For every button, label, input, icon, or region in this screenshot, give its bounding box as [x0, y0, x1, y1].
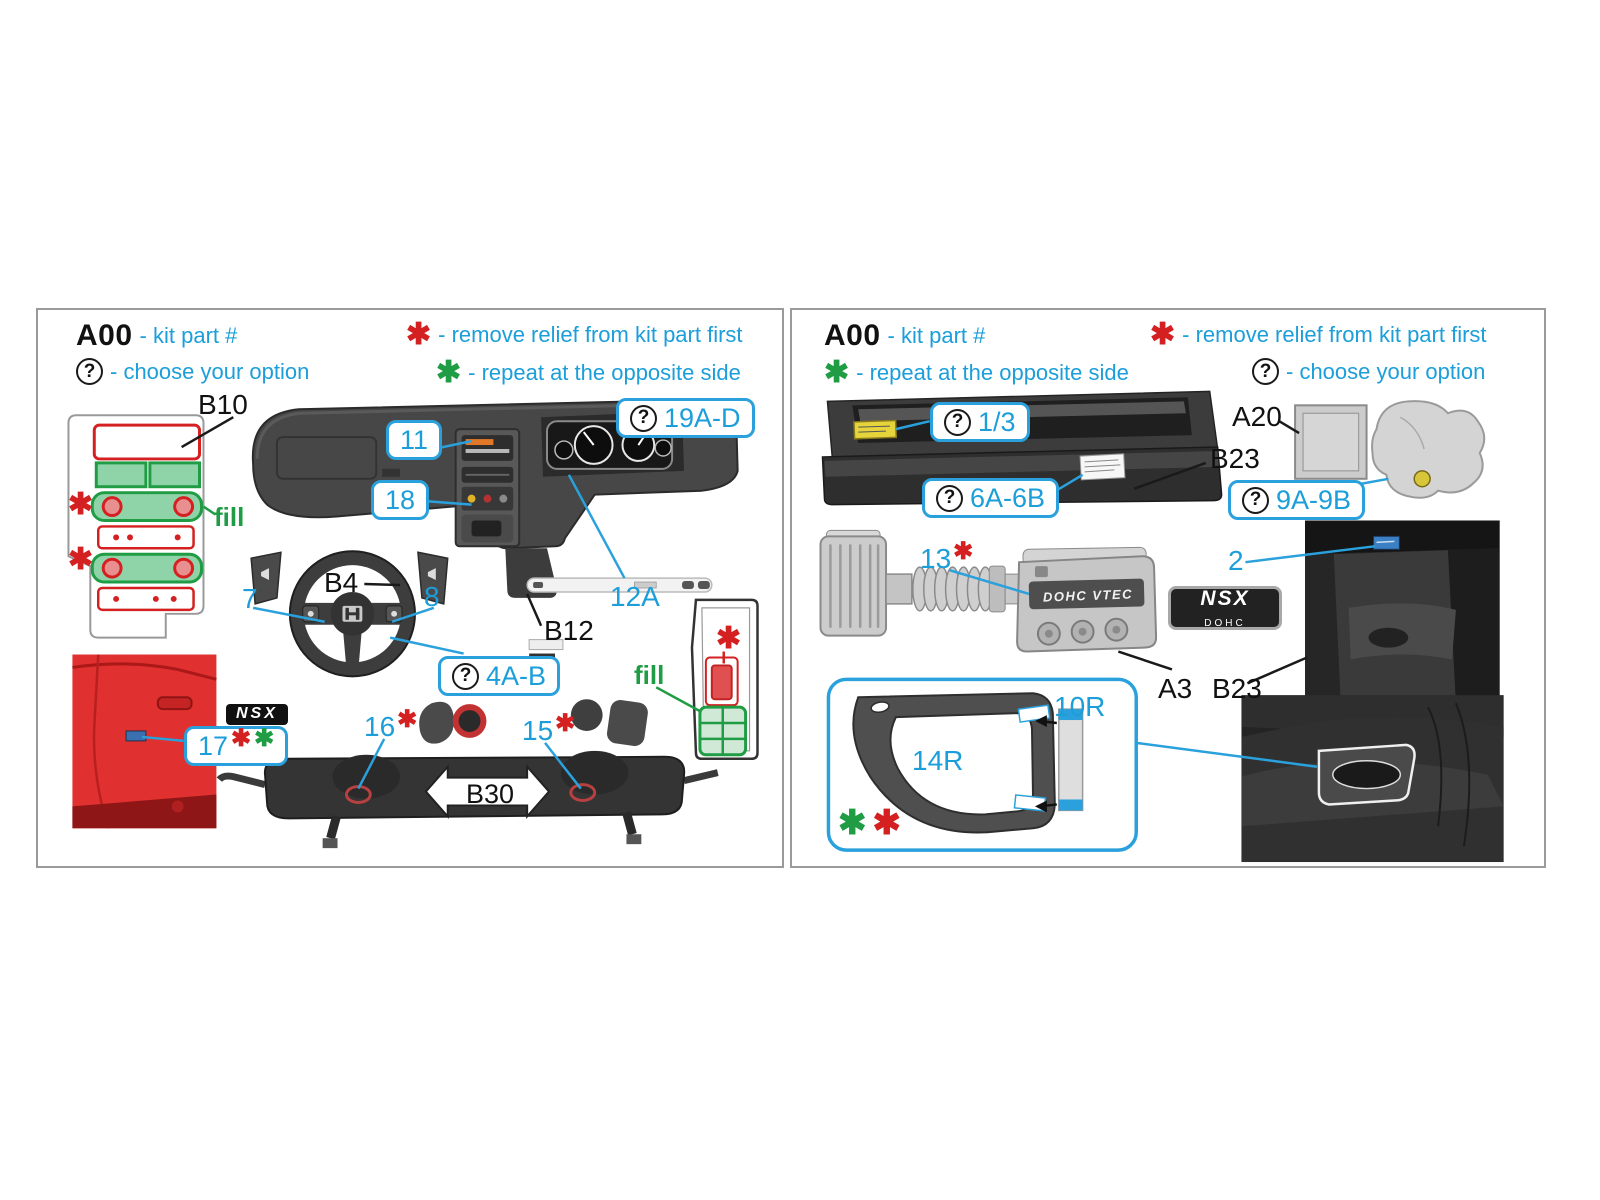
red-asterisk-icon: ✱ — [953, 537, 974, 565]
console-part-illustration — [690, 598, 759, 761]
red-asterisk-icon: ✱ — [716, 622, 742, 655]
red-asterisk-icon: ✱ — [406, 318, 432, 351]
leader-lines-green — [202, 505, 701, 713]
callout-a3: A3 — [1158, 673, 1193, 704]
question-icon: ? — [76, 358, 103, 385]
leader-lines-black — [1117, 420, 1308, 685]
callout-b10: B10 — [198, 389, 248, 420]
right-panel-artwork — [819, 390, 1504, 863]
red-asterisk-icon: ✱ — [231, 725, 252, 753]
legend-choose-text: - choose your option — [1286, 358, 1486, 384]
callout-7: 7 — [242, 583, 258, 614]
callout-16-text: 16 — [364, 711, 396, 742]
fill-label-left: fill — [214, 502, 245, 532]
red-asterisk-icon: ✱ — [555, 709, 576, 737]
legend-repeat-text: - repeat at the opposite side — [468, 360, 741, 386]
nsx-dohc-badge-nsx: NSX — [1200, 586, 1250, 610]
legend-remove-text: - remove relief from kit part first — [438, 322, 743, 348]
callout-9a-9b-text: 9A-9B — [1276, 485, 1352, 515]
callout-16: 16 ✱ — [364, 707, 417, 742]
callout-13: 13 ✱ — [920, 539, 973, 574]
green-asterisk-icon: ✱ — [436, 356, 462, 389]
question-icon: ? — [630, 404, 657, 432]
callout-17-text: 17 — [198, 731, 229, 761]
legend-kit-part: A00 - kit part # — [824, 320, 985, 352]
callout-b30: B30 — [465, 779, 515, 809]
callout-14r: 14R — [912, 745, 964, 776]
legend-kit-part-text: - kit part # — [887, 323, 986, 349]
callout-19a-d-text: 19A-D — [664, 403, 741, 433]
callout-1-3: ? 1/3 — [930, 402, 1030, 443]
legend-choose-option: ? - choose your option — [1252, 358, 1485, 385]
question-icon: ? — [452, 662, 479, 690]
legend-choose-text: - choose your option — [110, 358, 310, 384]
legend-choose-option: ? - choose your option — [76, 358, 309, 385]
red-asterisk-icon: ✱ — [872, 804, 902, 842]
legend-kit-part-text: - kit part # — [139, 323, 238, 349]
legend-repeat-side: ✱ - repeat at the opposite side — [824, 358, 1129, 388]
callout-8: 8 — [424, 581, 440, 612]
engine-illustration — [819, 529, 1158, 653]
callout-1-3-text: 1/3 — [978, 407, 1016, 437]
legend-remove-text: - remove relief from kit part first — [1182, 322, 1487, 348]
callout-12a: 12A — [610, 581, 660, 612]
question-icon: ? — [944, 408, 971, 436]
a20-part-illustration — [1294, 404, 1368, 480]
door-handle-diagram — [826, 677, 1138, 852]
door-panel-top-illustration — [1305, 520, 1500, 704]
callout-b12: B12 — [544, 615, 594, 646]
callout-6a-6b: ? 6A-6B — [922, 478, 1060, 519]
airbag-illustration — [1371, 400, 1486, 499]
callout-a20: A20 — [1232, 401, 1282, 432]
callout-9a-9b: ? 9A-9B — [1228, 480, 1366, 521]
nsx-dohc-badge: NSX DOHC — [1168, 586, 1282, 630]
red-asterisk-icon: ✱ — [397, 705, 418, 733]
fill-label-right: fill — [634, 660, 665, 690]
question-icon: ? — [936, 484, 963, 512]
callout-10r: 10R — [1054, 691, 1106, 722]
green-asterisk-icon: ✱ — [838, 804, 867, 842]
callout-15: 15 ✱ — [522, 711, 575, 746]
callout-13-text: 13 — [920, 543, 952, 574]
callout-6a-6b-text: 6A-6B — [970, 483, 1046, 513]
b10-part-illustration — [67, 414, 205, 639]
callout-b23-mid: B23 — [1212, 673, 1262, 704]
callout-19a-d: ? 19A-D — [616, 398, 755, 439]
legend-remove-relief: ✱ - remove relief from kit part first — [406, 320, 743, 350]
small-parts-illustration — [419, 699, 648, 746]
legend-part-code: A00 — [824, 319, 881, 352]
green-asterisk-icon: ✱ — [824, 356, 850, 389]
nsx-badge: NSX — [226, 704, 288, 725]
callout-15-text: 15 — [522, 715, 554, 746]
red-asterisk-icon: ✱ — [68, 488, 94, 521]
callout-4a-b: ? 4A-B — [438, 656, 561, 697]
left-panel: A00 - kit part # ? - choose your option … — [36, 308, 784, 868]
green-asterisk-icon: ✱ — [254, 725, 275, 753]
asterisk-pair: ✱ ✱ — [838, 806, 901, 840]
callout-18: 18 — [371, 480, 430, 521]
callout-b4: B4 — [324, 567, 359, 598]
legend-repeat-text: - repeat at the opposite side — [856, 360, 1129, 386]
callout-2: 2 — [1228, 545, 1244, 576]
callout-11: 11 — [386, 420, 443, 461]
legend-remove-relief: ✱ - remove relief from kit part first — [1150, 320, 1487, 350]
legend-repeat-side: ✱ - repeat at the opposite side — [436, 358, 741, 388]
steering-wheel-illustration — [250, 550, 449, 678]
callout-17: 17 ✱ ✱ — [184, 725, 289, 767]
door-panel-photo-illustration — [1241, 695, 1504, 863]
callout-4a-b-text: 4A-B — [486, 661, 547, 691]
left-panel-artwork — [67, 399, 759, 849]
red-asterisk-icon: ✱ — [68, 543, 94, 576]
red-asterisk-icon: ✱ — [1150, 318, 1176, 351]
legend-kit-part: A00 - kit part # — [76, 320, 237, 352]
rollbar-illustration — [216, 750, 719, 849]
legend-part-code: A00 — [76, 319, 133, 352]
b30-arrow-box — [424, 764, 551, 819]
callout-b23-top: B23 — [1210, 443, 1260, 474]
question-icon: ? — [1252, 358, 1279, 385]
right-panel: A00 - kit part # ✱ - remove relief from … — [790, 308, 1546, 868]
question-icon: ? — [1242, 486, 1269, 514]
nsx-dohc-badge-dohc: DOHC — [1204, 617, 1246, 629]
leader-lines-black — [181, 416, 543, 627]
